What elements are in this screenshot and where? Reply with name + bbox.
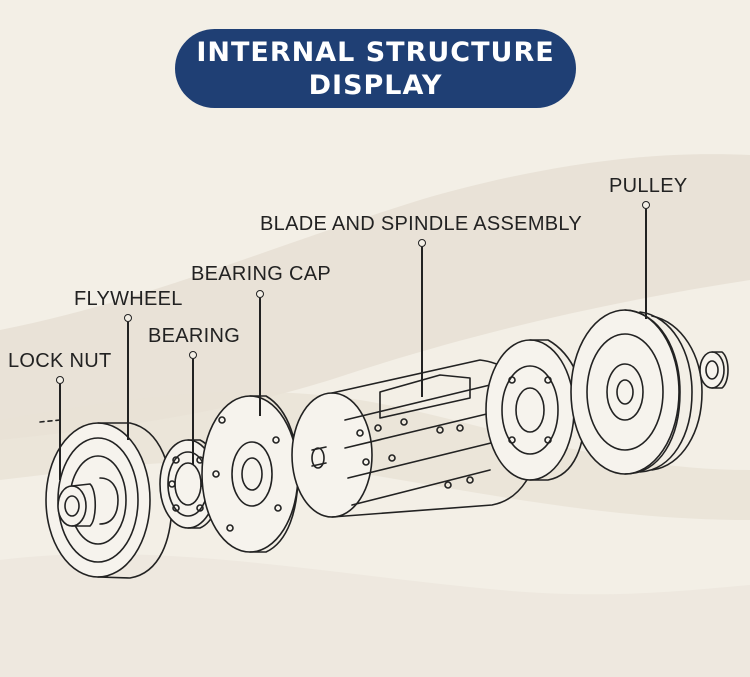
pulley-part	[570, 309, 703, 475]
label-lock-nut: LOCK NUT	[8, 350, 112, 372]
blade-spindle-leader	[421, 247, 423, 397]
flywheel-leader	[127, 322, 129, 440]
label-blade-spindle: BLADE AND SPINDLE ASSEMBLY	[260, 213, 582, 235]
label-flywheel: FLYWHEEL	[74, 288, 183, 310]
title-banner: INTERNAL STRUCTURE DISPLAY	[175, 29, 576, 108]
blade-spindle-marker	[418, 239, 426, 247]
bearing-cap-leader	[259, 298, 261, 416]
title-line-1: INTERNAL STRUCTURE	[196, 36, 555, 68]
title-line-2: DISPLAY	[308, 69, 443, 101]
bearing-marker	[189, 351, 197, 359]
flywheel-marker	[124, 314, 132, 322]
bearing-cap-marker	[256, 290, 264, 298]
pulley-marker	[642, 201, 650, 209]
bearing-leader	[192, 359, 194, 465]
label-pulley: PULLEY	[609, 175, 688, 197]
lock-nut-leader	[59, 384, 61, 480]
label-bearing: BEARING	[148, 325, 241, 347]
end-nut-part	[699, 351, 729, 389]
pulley-leader	[645, 209, 647, 319]
lock-nut-marker	[56, 376, 64, 384]
label-bearing-cap: BEARING CAP	[191, 263, 331, 285]
flywheel-part	[45, 422, 173, 579]
lock-nut-part	[57, 483, 97, 527]
axis-line	[39, 419, 61, 423]
